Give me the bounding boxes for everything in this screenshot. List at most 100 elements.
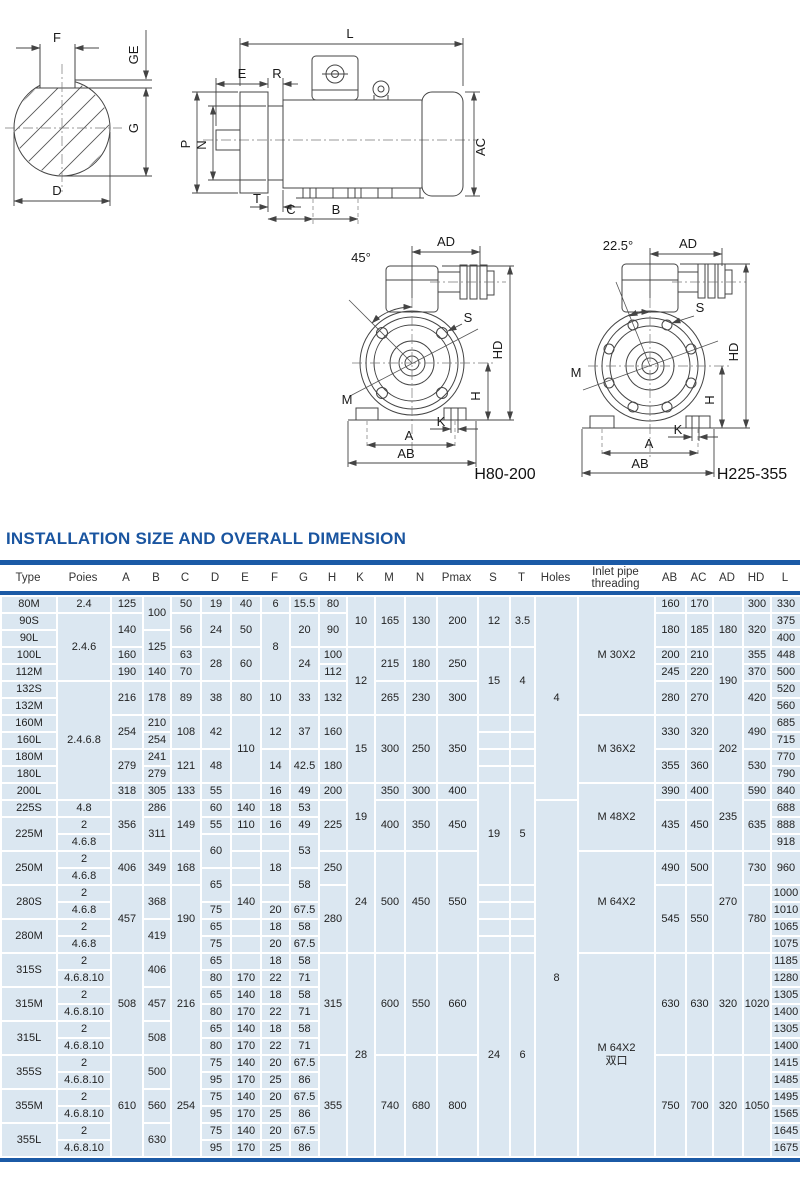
cell: 12 <box>477 595 511 648</box>
cell: 24 <box>477 952 511 1158</box>
cell: 560 <box>142 1088 172 1124</box>
column-header: B <box>142 565 170 591</box>
cell: 780 <box>742 884 772 954</box>
cell: 216 <box>110 680 144 716</box>
cell: 1675 <box>770 1139 800 1158</box>
cell: 75 <box>200 1054 232 1073</box>
cell: 230 <box>404 680 438 716</box>
column-header: AD <box>712 565 742 591</box>
column-header: S <box>477 565 509 591</box>
cell: 4.6.8.10 <box>56 1037 112 1056</box>
cell: 67.5 <box>289 935 320 954</box>
cell: 55 <box>200 816 232 835</box>
cell: 490 <box>654 850 687 886</box>
cell: 2 <box>56 850 112 869</box>
cell: 18 <box>260 986 291 1005</box>
cell: 60 <box>230 646 262 682</box>
dim-label-s-h225: S <box>696 300 705 315</box>
cell: 6 <box>509 952 536 1158</box>
cell: 4 <box>509 646 536 716</box>
cell: 121 <box>170 748 202 784</box>
cell: 50 <box>170 595 202 614</box>
cell: 63 <box>170 646 202 665</box>
cell: 140 <box>142 663 172 682</box>
cell: 450 <box>436 799 479 852</box>
cell: 200 <box>436 595 479 648</box>
cell: 65 <box>200 986 232 1005</box>
cell: 25 <box>260 1139 291 1158</box>
cell: 180 <box>712 612 744 648</box>
table-border-header <box>0 591 800 595</box>
cell: 80M <box>0 595 58 614</box>
cell: 58 <box>289 867 320 903</box>
cell: 200L <box>0 782 58 801</box>
cell: 1565 <box>770 1105 800 1124</box>
cell: 590 <box>742 782 772 801</box>
cell: 160M <box>0 714 58 733</box>
cell: 22 <box>260 969 291 988</box>
cell: 125 <box>142 629 172 665</box>
cell: 4.6.8 <box>56 901 112 920</box>
cell: 1645 <box>770 1122 800 1141</box>
cell: 67.5 <box>289 901 320 920</box>
angle-label-h80: 45° <box>351 250 371 265</box>
cell: 132M <box>0 697 58 716</box>
dim-label-ad-h80: AD <box>437 234 455 249</box>
bolt-hole <box>376 387 388 399</box>
cell <box>260 884 291 903</box>
cell: 318 <box>110 782 144 801</box>
cell: 730 <box>742 850 772 886</box>
cell <box>477 765 511 784</box>
cell: 280S <box>0 884 58 920</box>
cell: 67.5 <box>289 1088 320 1107</box>
cell: 2.4.6 <box>56 612 112 682</box>
cell <box>509 884 536 903</box>
cell: 170 <box>230 1003 262 1022</box>
cell: 132S <box>0 680 58 699</box>
cell: 5 <box>509 782 536 886</box>
cell: 740 <box>374 1054 406 1158</box>
dim-label-m-h80: M <box>342 392 353 407</box>
cell: 406 <box>110 850 144 886</box>
column-header: Pmax <box>436 565 477 591</box>
cell: 75 <box>200 901 232 920</box>
cell: 170 <box>230 1139 262 1158</box>
cell: 190 <box>712 646 744 716</box>
cell: 86 <box>289 1139 320 1158</box>
cell: M 64X2 <box>577 850 656 954</box>
cell: 4.6.8 <box>56 867 112 886</box>
cell: 18 <box>260 952 291 971</box>
cell: 19 <box>346 782 376 852</box>
cell: 100 <box>142 595 172 631</box>
cell: 1400 <box>770 1003 800 1022</box>
cell: 50 <box>230 612 262 648</box>
cell: 280 <box>318 884 348 954</box>
dim-label-h-h80: H <box>468 391 483 400</box>
dim-label-r: R <box>272 66 281 81</box>
cell: 400 <box>770 629 800 648</box>
dim-label-n: N <box>194 140 209 149</box>
cell <box>477 884 511 903</box>
cell <box>477 714 511 733</box>
bolt-hole <box>627 401 639 413</box>
cell: 133 <box>170 782 202 801</box>
cell: 350 <box>374 782 406 801</box>
table-border-bottom <box>0 1158 800 1162</box>
cell: 245 <box>654 663 687 682</box>
cell: 112M <box>0 663 58 682</box>
cell: 2 <box>56 1020 112 1039</box>
cell: 24 <box>289 646 320 682</box>
cell: 500 <box>770 663 800 682</box>
cell: 170 <box>230 969 262 988</box>
cell: 300 <box>742 595 772 614</box>
cell: 70 <box>170 663 202 682</box>
cell: 48 <box>200 748 232 784</box>
cell: 58 <box>289 986 320 1005</box>
dim-label-hd-h80: HD <box>490 341 505 360</box>
cell <box>509 731 536 750</box>
